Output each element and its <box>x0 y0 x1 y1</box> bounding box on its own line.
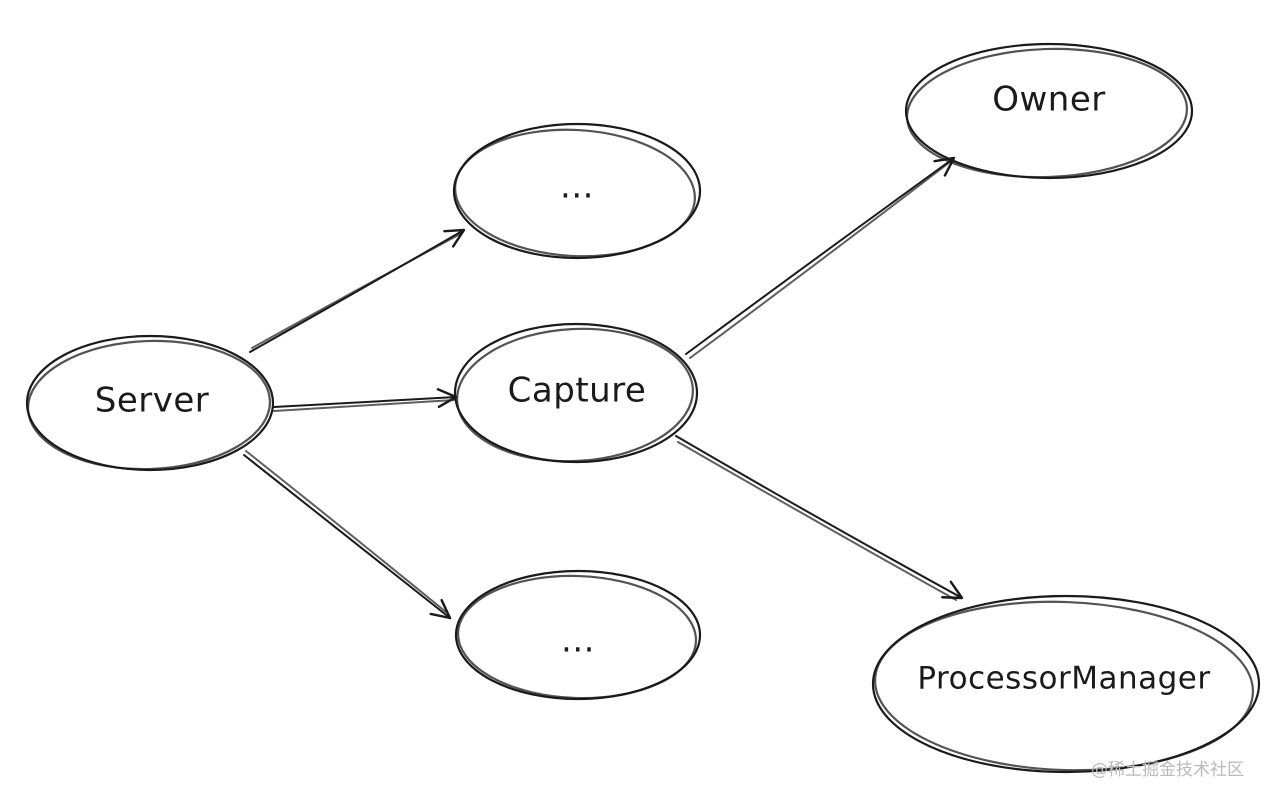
node-processor-manager: ProcessorManager <box>871 594 1261 774</box>
node-capture: Capture <box>453 322 699 464</box>
edge-capture-to-owner <box>685 156 956 359</box>
node-label-ellipsis-bottom: ... <box>561 621 595 661</box>
node-owner: Owner <box>904 42 1194 180</box>
watermark: @稀土掘金技术社区 <box>1091 760 1244 780</box>
node-label-capture: Capture <box>508 371 647 411</box>
edge-server-to-capture <box>273 388 458 412</box>
edge-server-to-ellipsis-bottom <box>243 450 452 620</box>
node-label-ellipsis-top: ... <box>560 167 594 207</box>
node-label-server: Server <box>95 381 210 421</box>
edge-server-to-ellipsis-top <box>249 228 466 353</box>
node-ellipsis-top: ... <box>452 122 702 260</box>
node-server: Server <box>25 334 275 472</box>
node-label-processor-manager: ProcessorManager <box>917 661 1210 697</box>
node-label-owner: Owner <box>992 80 1106 120</box>
node-ellipsis-bottom: ... <box>454 569 702 701</box>
edge-capture-to-processor-manager <box>675 435 964 601</box>
